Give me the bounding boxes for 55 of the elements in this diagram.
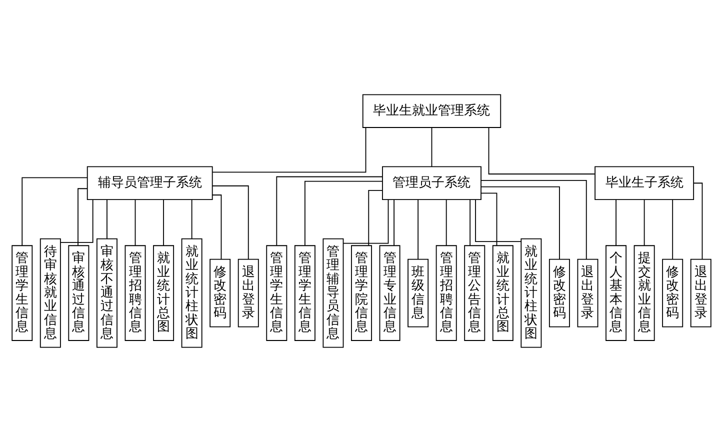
connector: [304, 180, 383, 246]
connector: [163, 199, 164, 246]
node-box: 班级信息: [408, 258, 429, 328]
connector: [470, 199, 471, 246]
connector: [488, 127, 596, 174]
node-box: 就业统计柱状图: [181, 238, 202, 348]
connector: [644, 199, 645, 246]
connector: [212, 185, 249, 260]
node-box: 管理招聘信息: [436, 245, 457, 341]
connector: [475, 199, 522, 242]
node-box: 管理公告信息: [464, 245, 486, 341]
node-box: 管理学生信息: [12, 245, 33, 341]
connector: [276, 176, 383, 246]
node-box: 管理专业信息: [379, 245, 400, 341]
connector: [446, 199, 447, 246]
node-box: 就业统计总图: [153, 245, 174, 341]
connector: [78, 188, 88, 246]
connector: [480, 192, 498, 246]
node-box: 管理学生信息: [294, 245, 316, 341]
node-box: 退出登录: [690, 258, 712, 328]
connector: [342, 199, 389, 244]
connector: [212, 127, 366, 173]
connector: [22, 177, 88, 246]
connector: [418, 199, 419, 260]
node-box: 审核通过信息: [68, 245, 90, 341]
node-box: 个人基本信息: [606, 245, 627, 341]
node-box: 就业统计柱状图: [520, 238, 542, 348]
connector: [134, 199, 136, 246]
node-box: 退出登录: [577, 258, 598, 328]
connector: [106, 199, 108, 240]
connector: [368, 190, 383, 246]
node-box: 管理员子系统: [382, 166, 482, 200]
connector: [212, 194, 222, 260]
node-box: 管理学生信息: [266, 245, 288, 341]
node-box: 毕业生子系统: [594, 166, 694, 200]
connector: [480, 180, 587, 260]
connector: [480, 186, 560, 260]
node-box: 修改密码: [210, 258, 231, 328]
node-box: 待审核就业信息: [40, 238, 61, 348]
node-box: 管理招聘信息: [124, 245, 146, 341]
connector: [60, 199, 94, 243]
node-box: 管理学院信息: [351, 245, 372, 341]
node-box: 审核不通过信息: [96, 238, 118, 348]
connector: [693, 182, 703, 260]
connector: [191, 199, 192, 240]
node-box: 辅导员管理子系统: [86, 166, 213, 200]
node-box: 毕业生就业管理系统: [362, 94, 502, 128]
node-box: 管理辅导员信息: [322, 238, 344, 348]
connector: [431, 127, 432, 167]
node-box: 就业统计总图: [492, 245, 514, 341]
node-box: 提交就业信息: [634, 245, 655, 341]
node-box: 修改密码: [662, 258, 684, 328]
connector: [672, 199, 674, 260]
node-box: 修改密码: [548, 258, 570, 328]
node-box: 退出登录: [238, 258, 259, 328]
